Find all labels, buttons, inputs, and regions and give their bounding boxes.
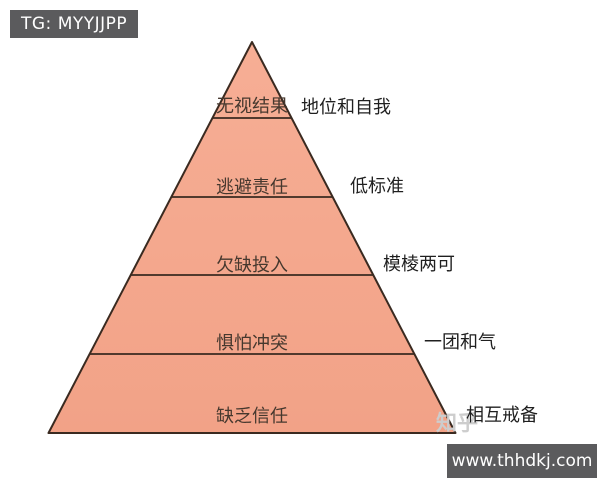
pyramid-tier-label-1: 无视结果 xyxy=(216,96,288,117)
pyramid-side-label-3: 模棱两可 xyxy=(383,254,455,275)
pyramid-tier-label-2: 逃避责任 xyxy=(216,177,288,198)
zhihu-watermark: 知乎 xyxy=(436,411,478,435)
pyramid-side-label-2: 低标准 xyxy=(350,176,404,197)
pyramid-side-label-4: 一团和气 xyxy=(424,332,496,353)
pyramid-side-label-5: 相互戒备 xyxy=(466,405,538,426)
pyramid-shape xyxy=(47,41,457,434)
pyramid-tier-label-4: 惧怕冲突 xyxy=(216,333,288,354)
website-watermark-banner: www.thhdkj.com xyxy=(447,444,597,478)
telegram-watermark-banner: TG: MYYJJPP xyxy=(10,10,138,38)
pyramid-tier-label-3: 欠缺投入 xyxy=(216,255,288,276)
pyramid-tier-label-5: 缺乏信任 xyxy=(216,406,288,427)
pyramid-side-label-1: 地位和自我 xyxy=(301,97,391,118)
